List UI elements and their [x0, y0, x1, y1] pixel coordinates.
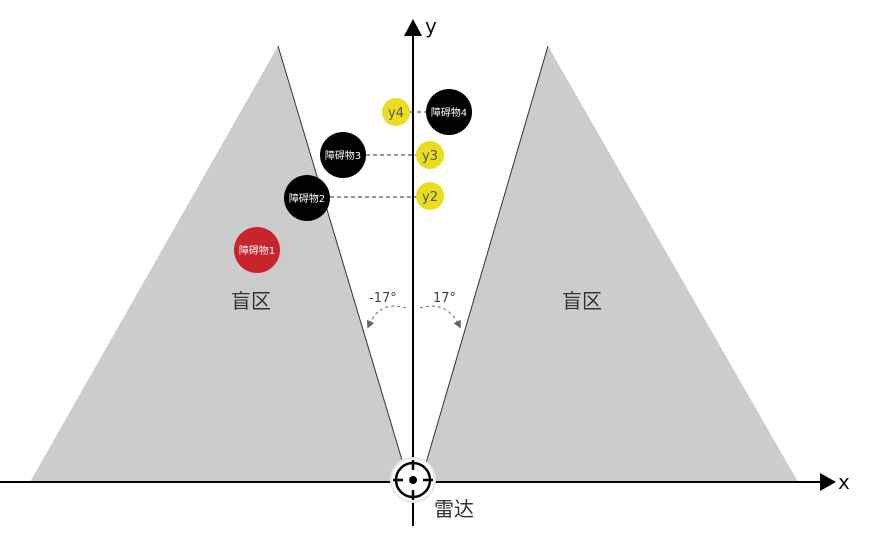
blind-zone-left-label: 盲区: [231, 289, 271, 313]
svg-text:y2: y2: [422, 190, 438, 205]
obstacle-4: 障碍物4: [426, 89, 472, 135]
angle-right-label: 17°: [433, 291, 456, 306]
y-axis-label: y: [425, 14, 437, 38]
svg-text:障碍物2: 障碍物2: [289, 192, 325, 205]
y-marker-y3: y3: [416, 141, 444, 169]
blind-zone-right-edge: [423, 45, 549, 471]
svg-text:障碍物3: 障碍物3: [325, 149, 361, 162]
y-marker-y2: y2: [416, 182, 444, 210]
blind-zone-right-label: 盲区: [562, 289, 602, 313]
x-axis-arrow-icon: [820, 473, 836, 491]
blind-zone-right: [424, 46, 798, 482]
obstacle-3: 障碍物3: [320, 132, 366, 178]
blind-zone-left-edge: [277, 45, 406, 471]
svg-text:y3: y3: [422, 149, 438, 164]
y-marker-y4: y4: [382, 98, 410, 126]
blind-zone-left: [30, 46, 405, 482]
x-axis-label: x: [838, 470, 850, 494]
angle-arc-left: [366, 305, 407, 329]
angle-arc-right: [419, 305, 461, 329]
svg-text:障碍物1: 障碍物1: [239, 244, 275, 257]
svg-text:障碍物4: 障碍物4: [431, 106, 467, 119]
obstacle-1: 障碍物1: [234, 227, 280, 273]
radar-label: 雷达: [434, 497, 474, 521]
radar-icon: [390, 457, 436, 503]
y-axis-arrow-icon: [404, 19, 422, 36]
svg-text:y4: y4: [388, 106, 404, 121]
angle-left-label: -17°: [369, 291, 397, 306]
obstacle-2: 障碍物2: [284, 175, 330, 221]
